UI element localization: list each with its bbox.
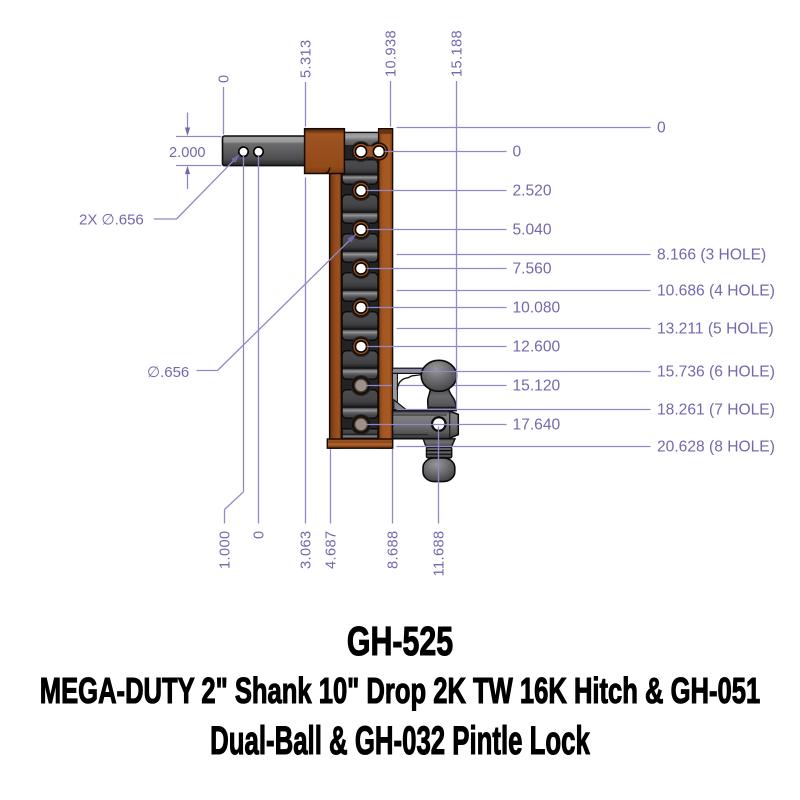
svg-text:10.080: 10.080 (513, 300, 561, 317)
svg-text:8.166 (3 HOLE): 8.166 (3 HOLE) (657, 247, 766, 264)
svg-text:1.000: 1.000 (218, 531, 234, 570)
svg-text:5.313: 5.313 (299, 39, 315, 78)
svg-text:10.686 (4 HOLE): 10.686 (4 HOLE) (657, 283, 775, 300)
svg-text:0: 0 (657, 120, 666, 137)
svg-text:10.938: 10.938 (384, 30, 400, 77)
svg-text:∅.656: ∅.656 (147, 364, 189, 381)
svg-text:3.063: 3.063 (299, 531, 315, 570)
svg-text:5.040: 5.040 (513, 222, 552, 239)
svg-text:15.120: 15.120 (513, 378, 561, 395)
svg-text:20.628 (8 HOLE): 20.628 (8 HOLE) (657, 439, 775, 456)
svg-text:13.211 (5 HOLE): 13.211 (5 HOLE) (657, 321, 774, 338)
svg-text:17.640: 17.640 (513, 417, 561, 434)
svg-text:15.736 (6 HOLE): 15.736 (6 HOLE) (657, 364, 775, 381)
svg-text:8.688: 8.688 (386, 531, 402, 570)
svg-text:0: 0 (513, 144, 522, 161)
svg-text:2.520: 2.520 (513, 183, 552, 200)
svg-text:15.188: 15.188 (450, 30, 466, 77)
svg-text:11.688: 11.688 (432, 531, 448, 577)
svg-text:0: 0 (252, 531, 268, 540)
svg-text:12.600: 12.600 (513, 339, 561, 356)
svg-text:7.560: 7.560 (513, 261, 552, 278)
svg-text:0: 0 (217, 74, 233, 83)
svg-text:2X ∅.656: 2X ∅.656 (79, 212, 144, 229)
svg-text:18.261 (7 HOLE): 18.261 (7 HOLE) (657, 402, 775, 419)
svg-text:2.000: 2.000 (169, 145, 206, 161)
svg-text:4.687: 4.687 (324, 531, 340, 570)
